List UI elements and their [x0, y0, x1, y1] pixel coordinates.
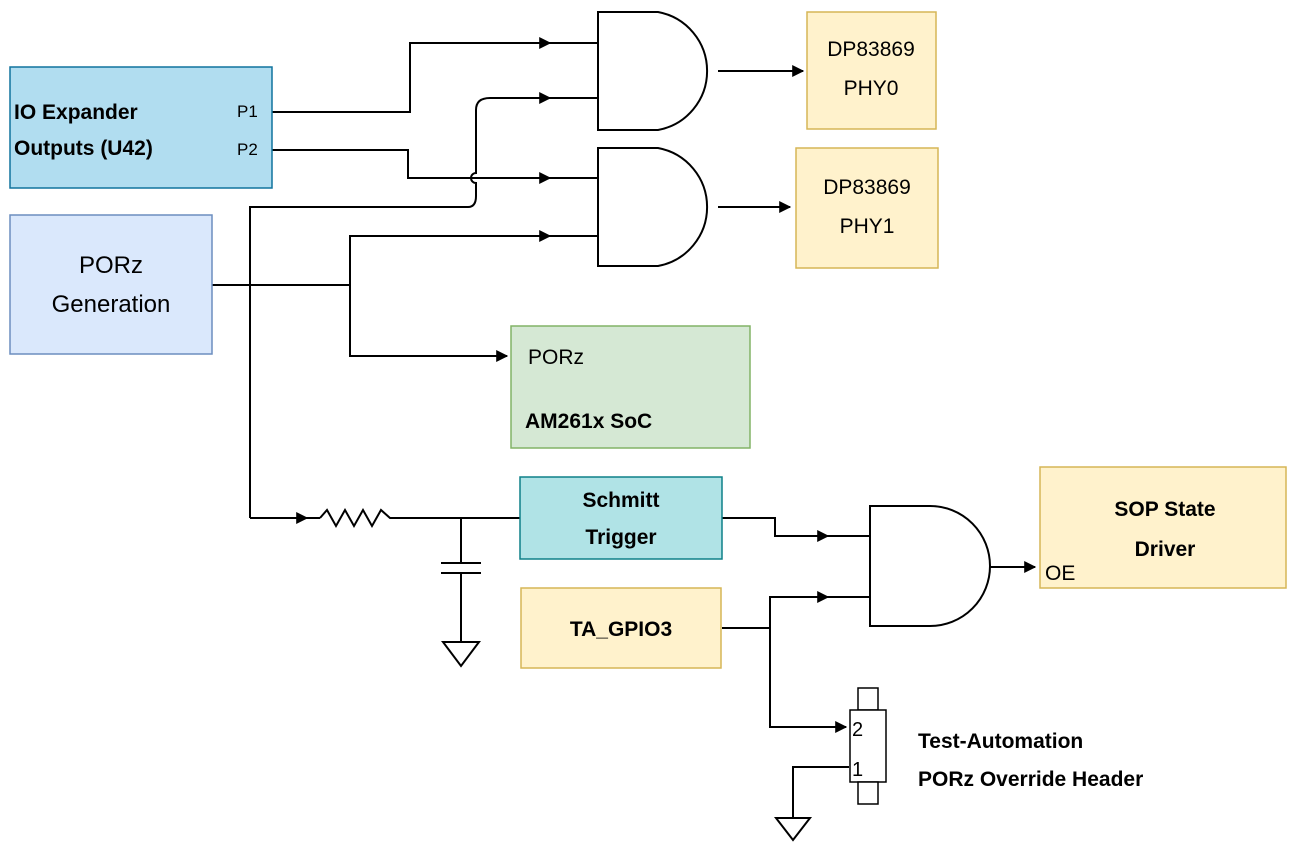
- schmitt-trigger-border: [519, 476, 723, 560]
- header-pin2-label: 2: [852, 719, 863, 741]
- wire-schmitt-to-and3: [722, 517, 830, 542]
- wire-porz-to-and2: [212, 230, 552, 286]
- wire-porz-to-and1: [249, 92, 552, 518]
- wire-p1-to-and1: [267, 37, 552, 113]
- ground-symbol-cap: [441, 641, 481, 668]
- and-gate-phy0: [597, 11, 709, 131]
- io-expander-label-line2: Outputs (U42): [14, 137, 153, 160]
- porz-generation-border: [9, 214, 213, 355]
- phy1-border: [795, 147, 939, 269]
- and-gate-phy1: [597, 147, 709, 267]
- wire-header-to-ground: [792, 766, 849, 818]
- pin-p2-label: P2: [237, 140, 258, 159]
- schmitt-label-line2: Trigger: [585, 526, 656, 549]
- sop-label-line1: SOP State: [1114, 498, 1215, 521]
- sop-oe-pin-label: OE: [1045, 562, 1075, 585]
- gpio-block: [521, 588, 721, 668]
- phy0-label-line1: DP83869: [827, 38, 915, 61]
- sop-driver-block: [1040, 467, 1286, 588]
- sop-label-line2: Driver: [1135, 538, 1196, 561]
- header-bottom-tab: [857, 781, 879, 805]
- wire-gpio-to-header: [769, 628, 848, 733]
- schmitt-label-line1: Schmitt: [582, 489, 659, 512]
- gpio-border: [520, 587, 722, 669]
- resistor-symbol: [319, 507, 408, 529]
- schmitt-trigger-block: [520, 477, 722, 559]
- wire-porz-to-soc: [349, 285, 509, 362]
- sop-driver-border: [1039, 466, 1287, 589]
- and-gate-sop: [869, 505, 991, 627]
- wire-p2-to-and2: [267, 149, 552, 184]
- io-expander-block: [10, 67, 272, 188]
- soc-name-label: AM261x SoC: [525, 410, 652, 433]
- soc-border: [510, 325, 751, 449]
- porz-generation-label-line1: PORz: [79, 252, 143, 279]
- header-label-line2: PORz Override Header: [918, 768, 1143, 791]
- header-top-tab: [857, 687, 879, 711]
- pin-p1-label: P1: [237, 102, 258, 121]
- phy1-label-line1: DP83869: [823, 176, 911, 199]
- phy0-border: [806, 11, 937, 130]
- phy0-block: [807, 12, 936, 129]
- phy0-label-line2: PHY0: [844, 77, 899, 100]
- soc-block: [511, 326, 750, 448]
- porz-generation-label-line2: Generation: [52, 291, 171, 318]
- gpio-label: TA_GPIO3: [570, 618, 672, 641]
- phy1-label-line2: PHY1: [840, 215, 895, 238]
- header-pin1-label: 1: [852, 759, 863, 781]
- soc-porz-pin-label: PORz: [528, 346, 584, 369]
- header-label-line1: Test-Automation: [918, 730, 1083, 753]
- io-expander-label-line1: IO Expander: [14, 101, 138, 124]
- header-body: [849, 709, 887, 783]
- ground-symbol-header: [773, 817, 813, 842]
- porz-generation-block: [10, 215, 212, 354]
- io-expander-border: [9, 66, 273, 189]
- wire-gpio-to-and3: [722, 591, 830, 629]
- phy1-block: [796, 148, 938, 268]
